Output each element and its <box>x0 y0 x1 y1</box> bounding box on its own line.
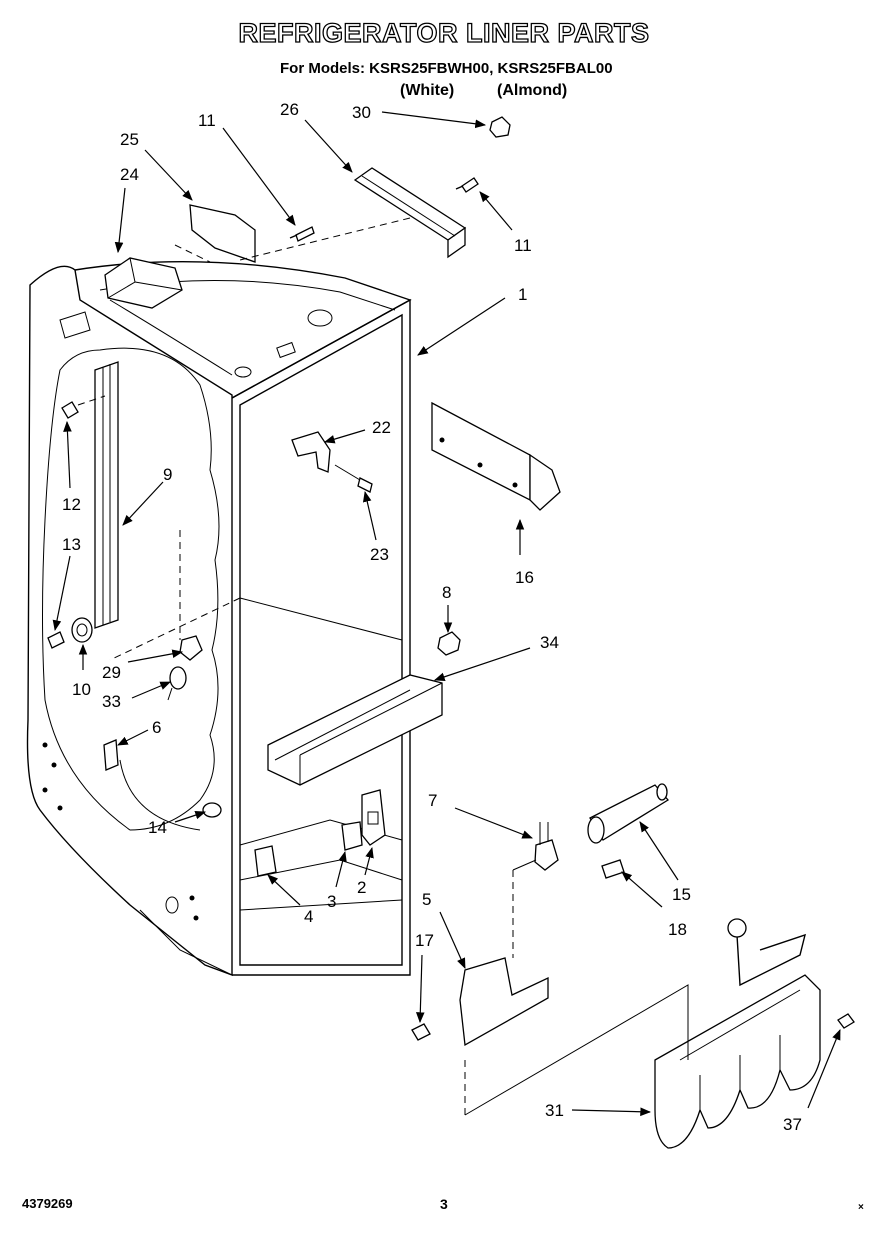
part-3-bracket <box>341 821 363 851</box>
corner-mark: × <box>858 1202 864 1213</box>
part-18-clip <box>601 859 625 879</box>
part-10-grommet <box>71 617 93 643</box>
variant-almond-label: (Almond) <box>497 82 568 99</box>
callout-7: 7 <box>428 791 437 810</box>
leader-lines <box>52 111 841 1117</box>
callout-11-left: 11 <box>198 111 216 130</box>
part-37-screw <box>837 1013 855 1029</box>
models-line: For Models: KSRS25FBWH00, KSRS25FBAL00 <box>280 60 613 77</box>
callout-37: 37 <box>783 1115 802 1134</box>
callout-12: 12 <box>62 495 81 514</box>
part-11-screw-left <box>289 226 315 242</box>
callout-6: 6 <box>152 718 161 737</box>
callout-3: 3 <box>327 892 336 911</box>
part-31-heater <box>464 918 821 1149</box>
part-9-rail <box>94 361 119 629</box>
callout-33: 33 <box>102 692 121 711</box>
part-7-thermostat <box>534 822 559 871</box>
callout-15: 15 <box>672 885 691 904</box>
callout-31: 31 <box>545 1101 564 1120</box>
part-22-bracket <box>291 431 331 473</box>
callout-10: 10 <box>72 680 91 699</box>
callout-8: 8 <box>442 583 451 602</box>
callout-25: 25 <box>120 130 139 149</box>
callout-16: 16 <box>515 568 534 587</box>
callout-2: 2 <box>357 878 366 897</box>
part-33-bulb <box>167 666 187 701</box>
variant-white-label: (White) <box>400 82 455 99</box>
callout-22: 22 <box>372 418 391 437</box>
part-34-trim <box>267 674 443 786</box>
callout-11-right: 11 <box>514 236 532 255</box>
part-4-clip <box>254 845 277 877</box>
callout-4: 4 <box>304 907 313 926</box>
callout-1: 1 <box>518 285 527 304</box>
part-8-fastener <box>437 631 461 656</box>
document-number: 4379269 <box>22 1196 73 1211</box>
part-24-light-housing <box>104 257 183 309</box>
part-5-heater-bracket <box>459 859 549 1047</box>
callout-23: 23 <box>370 545 389 564</box>
callout-17: 17 <box>415 931 434 950</box>
callout-24: 24 <box>120 165 139 184</box>
callout-30: 30 <box>352 103 371 122</box>
part-16-channel <box>431 401 561 511</box>
page-title: REFRIGERATOR LINER PARTS <box>238 17 650 48</box>
callout-13: 13 <box>62 535 81 554</box>
guide-line-26 <box>239 217 411 261</box>
callout-numbers: 1 2 3 4 5 6 7 8 9 10 11 11 12 13 14 15 1… <box>62 100 802 1134</box>
part-14-plug <box>202 802 222 818</box>
callout-14: 14 <box>148 818 167 837</box>
part-2-bracket <box>361 789 386 846</box>
part-11-screw-right <box>455 177 479 193</box>
page-number: 3 <box>440 1196 448 1212</box>
part-13-screw <box>47 631 65 649</box>
part-23-screw <box>334 464 373 493</box>
callout-18: 18 <box>668 920 687 939</box>
part-25-light-shield <box>174 204 256 263</box>
callout-29: 29 <box>102 663 121 682</box>
part-12-screw <box>61 395 106 419</box>
part-15-filter <box>587 783 669 844</box>
callout-9: 9 <box>163 465 172 484</box>
part-29-sensor <box>179 530 203 661</box>
part-17-screw <box>411 1023 431 1041</box>
part-30-clip <box>489 116 511 138</box>
part-26-cover <box>353 167 467 259</box>
part-6-clip <box>103 739 119 771</box>
callout-5: 5 <box>422 890 431 909</box>
callout-26: 26 <box>280 100 299 119</box>
callout-34: 34 <box>540 633 559 652</box>
